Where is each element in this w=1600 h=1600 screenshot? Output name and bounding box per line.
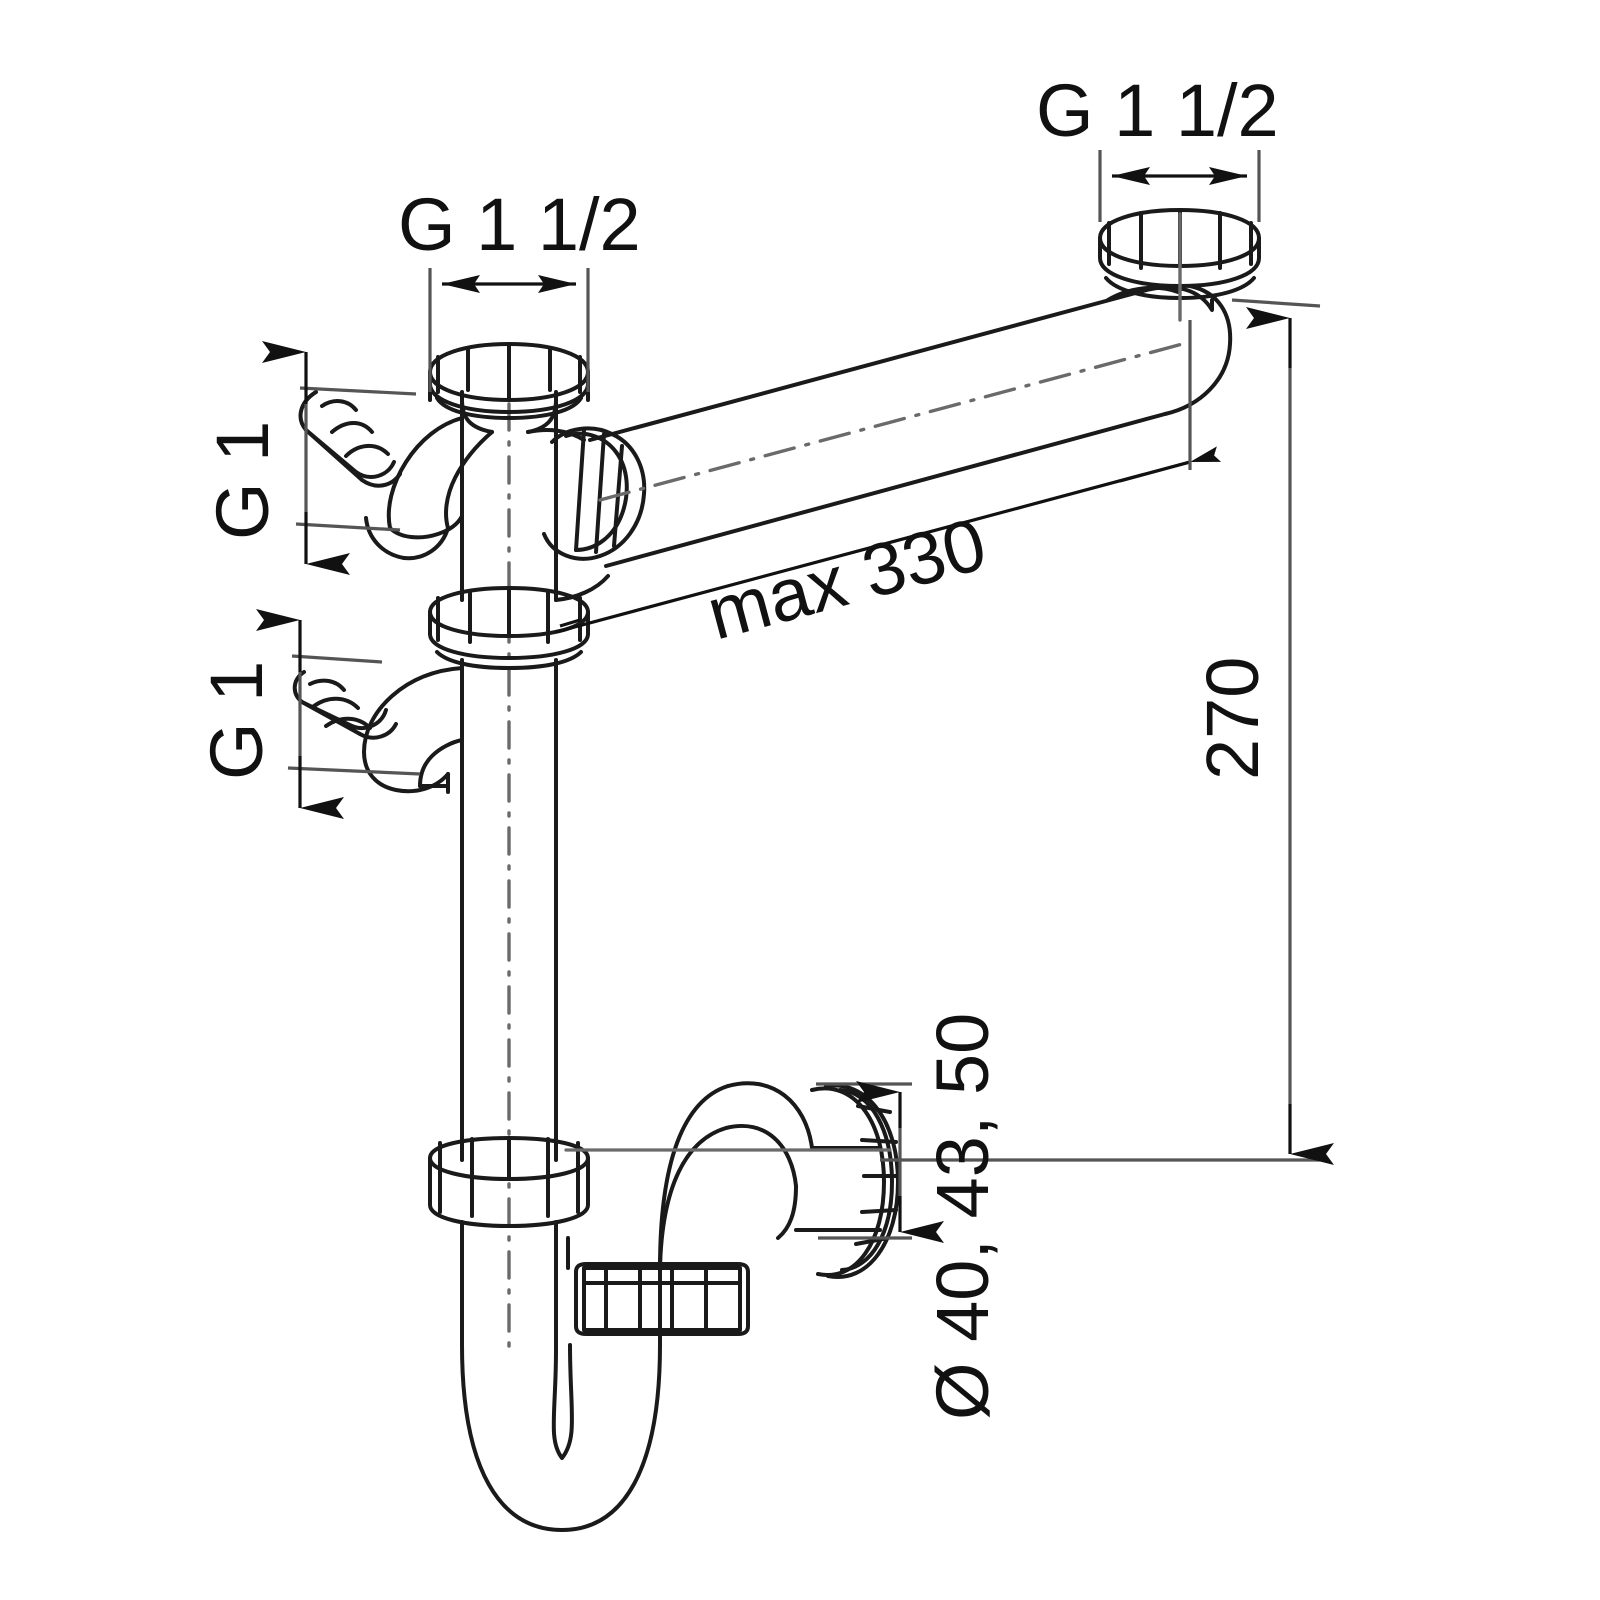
label-thread-top-right: G 1 1/2 [1036,69,1279,152]
dim-thread-side-lower [256,609,421,819]
label-outlet-diameter: Ø 40, 43, 50 [921,1013,1004,1420]
dimension-layer [256,150,1334,1243]
geometry-layer [292,208,1261,1532]
dim-thread-side-upper [262,341,417,575]
label-arm-length: max 330 [699,502,995,656]
dim-overall-height [880,298,1334,1165]
label-overall-height: 270 [1191,657,1274,780]
union-nut-bottom [428,1136,590,1228]
outlet-elbow-top-right [1098,208,1261,416]
label-layer: G 1 1/2 G 1 1/2 G 1 G 1 max 330 270 Ø 40… [195,69,1279,1420]
outlet-elbow-bottom [564,1081,900,1336]
dim-arm-length [555,320,1222,634]
dim-thread-top-center [428,268,590,392]
dim-outlet-diameter [816,1081,944,1243]
central-vertical-body [460,390,662,1532]
union-nut-mid [428,586,590,670]
side-inlet-lower [292,666,464,794]
horizontal-arm-pipe [526,289,1192,602]
label-thread-side-upper: G 1 [201,421,284,540]
dim-thread-top-right [1098,150,1261,222]
label-thread-side-lower: G 1 [195,661,278,780]
label-thread-top-center: G 1 1/2 [398,183,641,266]
